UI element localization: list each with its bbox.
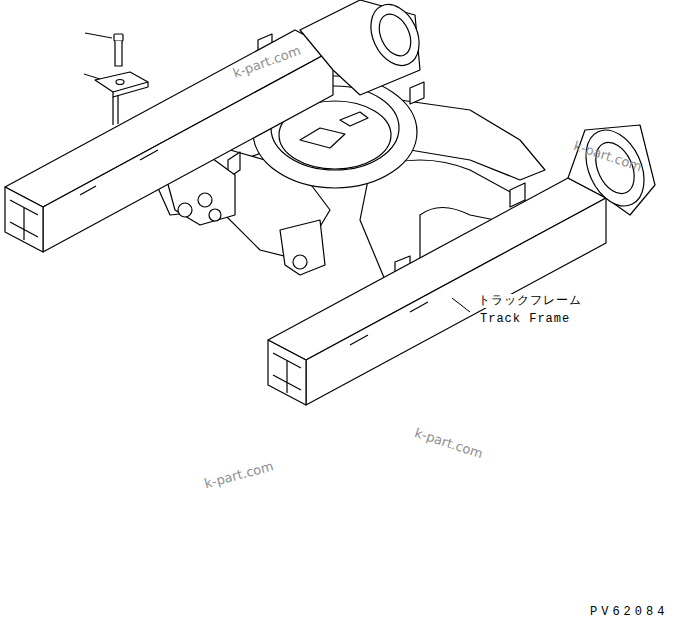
- part-name: トラックフレーム: [476, 294, 584, 308]
- drawing-number: PV62084: [588, 606, 670, 620]
- watermark: k-part.com: [201, 459, 277, 493]
- watermark: k-part.com: [411, 425, 487, 462]
- part-name: Track Frame: [478, 313, 572, 327]
